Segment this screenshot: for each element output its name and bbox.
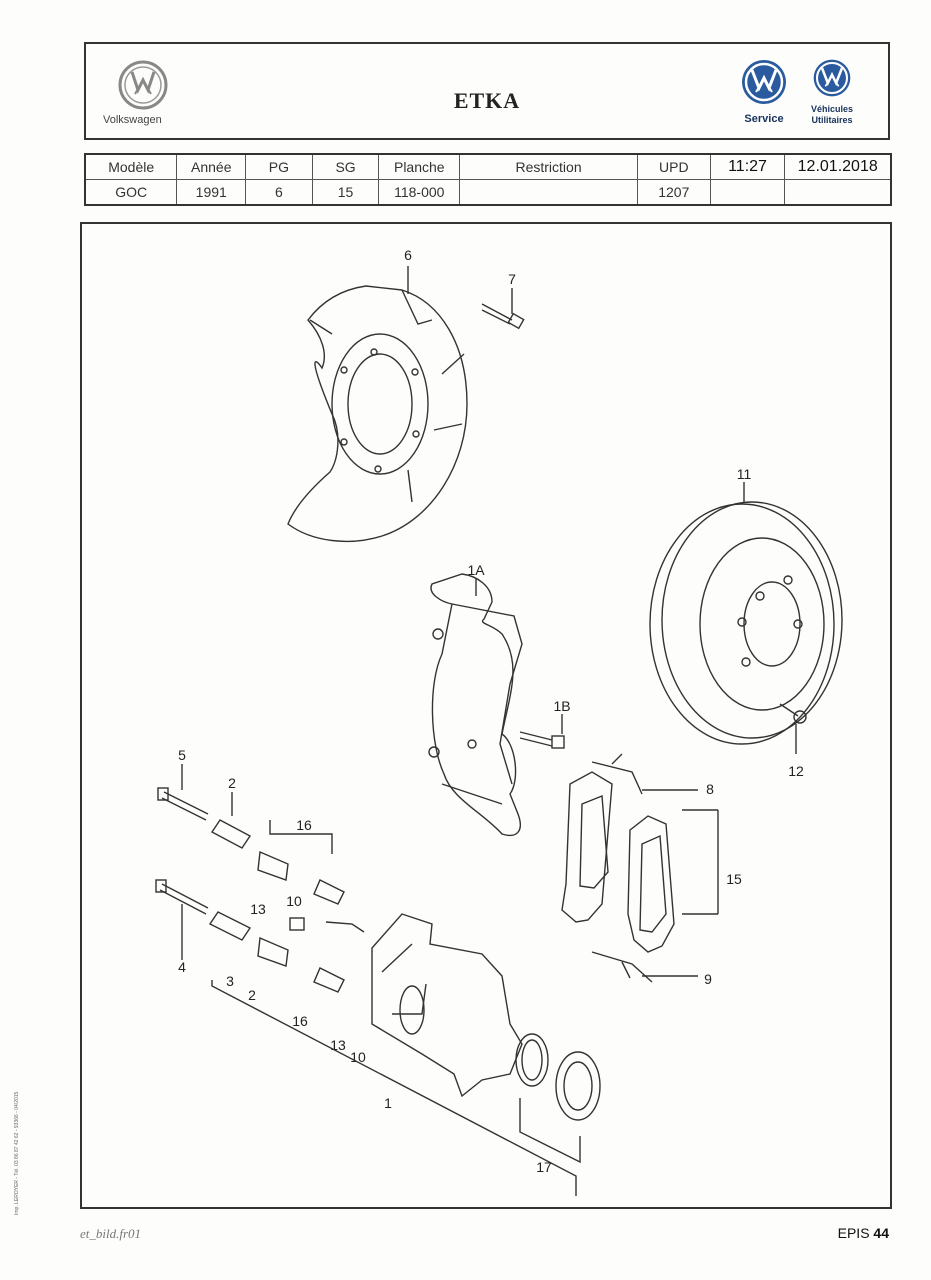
caliper-housing-part <box>371 913 523 1098</box>
label-10b: 10 <box>350 1049 366 1065</box>
label-9: 9 <box>704 971 712 987</box>
caliper-carrier-part <box>428 573 523 836</box>
time-value: 11:27 <box>709 153 786 180</box>
label-10a: 10 <box>286 893 302 909</box>
bellows-16-part <box>257 850 345 993</box>
logo-service-label: Service <box>744 113 784 125</box>
header-sg: SG <box>311 153 380 180</box>
value-annee: 1991 <box>176 179 247 206</box>
header-restriction: Restriction <box>459 153 638 180</box>
label-16b: 16 <box>292 1013 308 1029</box>
footer-source: et_bild.fr01 <box>80 1226 142 1241</box>
header-pg: PG <box>245 153 313 180</box>
bleeder-part <box>289 917 365 933</box>
bolt-7-part <box>481 303 525 330</box>
vw-service-logo: Service <box>738 58 790 125</box>
piston-seal-part <box>515 1033 601 1121</box>
printer-imprint: Imp. LEROYER - Tél. 03 86 87 42 62 - 933… <box>14 1091 20 1215</box>
footer-page-number: 44 <box>873 1225 889 1241</box>
logo-vu-line2: Utilitaires <box>811 115 853 125</box>
vw-utilitaires-logo: Véhicules Utilitaires <box>802 58 862 125</box>
label-11: 11 <box>737 466 752 482</box>
brake-pads-part <box>561 753 675 983</box>
label-4: 4 <box>178 959 186 975</box>
brake-disc-part <box>649 501 843 745</box>
label-16a: 16 <box>296 817 312 833</box>
splash-shield-part <box>287 285 468 543</box>
page-title: ETKA <box>453 88 521 113</box>
label-15: 15 <box>726 871 742 887</box>
logo-vu-line1: Véhicules <box>810 104 854 114</box>
sleeve-2-part <box>208 819 252 941</box>
label-2b: 2 <box>248 987 256 1003</box>
header-upd: UPD <box>636 153 711 180</box>
value-upd: 1207 <box>636 179 711 206</box>
parts-diagram: 6 7 11 12 <box>80 222 892 1209</box>
value-sg: 15 <box>311 179 380 206</box>
screw-12-part <box>779 703 807 724</box>
label-13b: 13 <box>330 1037 346 1053</box>
label-7: 7 <box>508 271 516 287</box>
bolt-1B-part <box>519 731 565 749</box>
label-1A: 1A <box>467 562 485 578</box>
footer-page: EPIS 44 <box>838 1225 889 1241</box>
blank-cell <box>784 179 892 206</box>
label-8: 8 <box>706 781 714 797</box>
value-planche: 118-000 <box>378 179 461 206</box>
date-value: 12.01.2018 <box>784 153 892 180</box>
header-box: Volkswagen ETKA Service Véhicules Utilit… <box>84 42 890 140</box>
value-modele: GOC <box>84 179 178 206</box>
leader-16a <box>269 820 333 854</box>
brand-caption: Volkswagen <box>103 114 162 126</box>
label-13a: 13 <box>250 901 266 917</box>
leader-1 <box>211 980 577 1196</box>
value-pg: 6 <box>245 179 313 206</box>
meta-table: Modèle Année PG SG Planche Restriction U… <box>84 153 892 206</box>
volkswagen-logo <box>118 60 168 115</box>
header-modele: Modèle <box>84 153 178 180</box>
label-3: 3 <box>226 973 234 989</box>
label-17: 17 <box>536 1159 552 1175</box>
guide-bolt-5-part <box>157 787 209 821</box>
label-6: 6 <box>404 247 412 263</box>
blank-cell <box>709 179 786 206</box>
label-12: 12 <box>788 763 804 779</box>
leader-15-bracket <box>682 809 719 915</box>
guide-bolt-4-part <box>155 879 209 915</box>
label-5: 5 <box>178 747 186 763</box>
leader-17 <box>519 1098 581 1164</box>
header-planche: Planche <box>378 153 461 180</box>
label-1: 1 <box>384 1095 392 1111</box>
header-annee: Année <box>176 153 247 180</box>
label-1B: 1B <box>553 698 570 714</box>
label-2a: 2 <box>228 775 236 791</box>
footer-epis: EPIS <box>837 1225 870 1241</box>
value-restriction <box>459 179 638 206</box>
